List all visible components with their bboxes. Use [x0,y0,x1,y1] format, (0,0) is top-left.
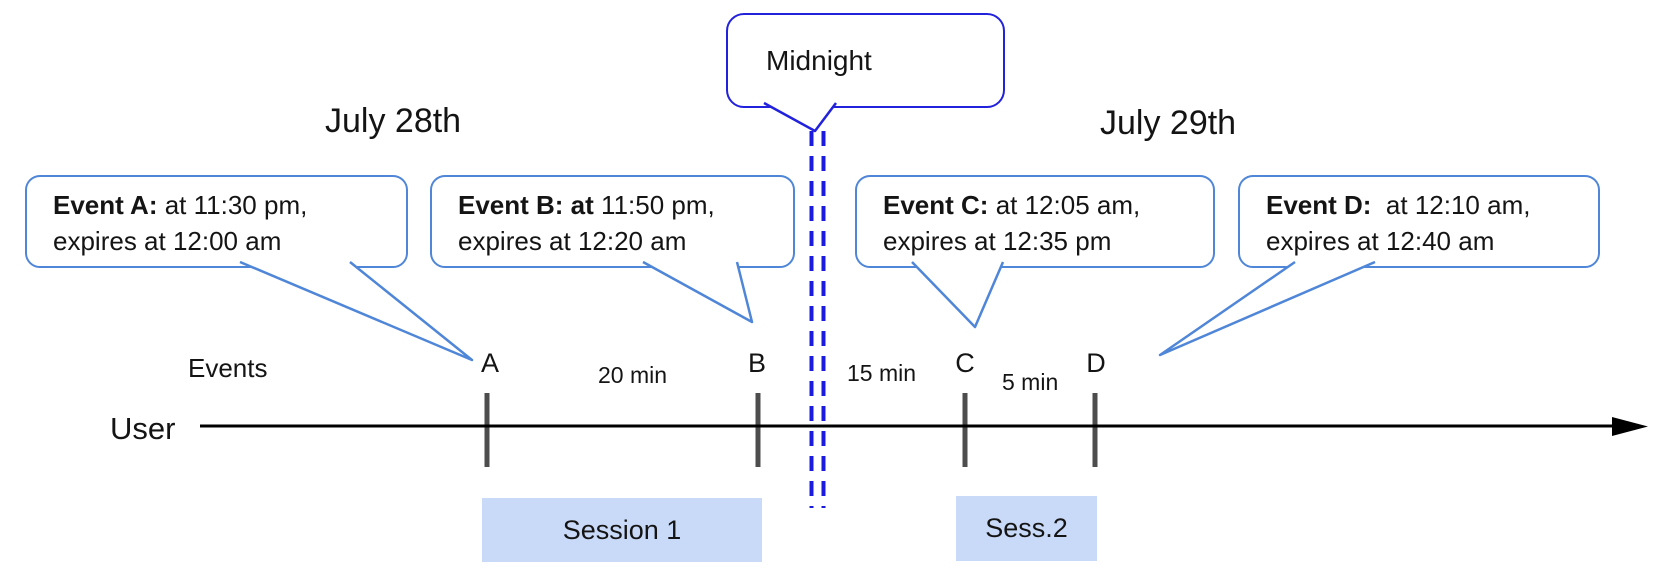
event-b-callout-tail [642,260,754,324]
event-d-line1: Event D: at 12:10 am, [1266,190,1531,220]
session-2-label: Sess.2 [985,513,1068,543]
marker-b: B [747,348,766,378]
session-2-box: Sess.2 [956,496,1097,561]
session-1-box: Session 1 [482,498,762,562]
events-axis-label: Events [188,353,268,383]
marker-d: D [1086,348,1106,378]
event-a-line1: Event A: at 11:30 pm, [53,190,308,220]
event-d-callout-tail [1158,260,1376,357]
timeline-arrowhead-icon [1612,417,1648,436]
midnight-callout: Midnight [726,13,1005,108]
interval-5min: 5 min [1002,369,1059,395]
midnight-label: Midnight [766,44,872,76]
interval-20min: 20 min [598,362,668,388]
event-c-line1: Event C: at 12:05 am, [883,190,1141,220]
event-c-callout-tail [911,261,1005,329]
event-d-callout: Event D: at 12:10 am, expires at 12:40 a… [1238,175,1600,268]
user-axis-label: User [110,411,176,446]
interval-15min: 15 min [847,360,917,386]
date-label-july-29: July 29th [1100,104,1237,142]
event-d-line2: expires at 12:40 am [1266,226,1495,256]
marker-c: C [955,348,975,378]
event-a-callout: Event A: at 11:30 pm, expires at 12:00 a… [25,175,408,268]
event-a-callout-tail [239,260,474,362]
date-label-july-28: July 28th [325,102,462,140]
session-1-label: Session 1 [562,514,682,545]
marker-a: A [480,348,499,378]
event-b-line1: Event B: at 11:50 pm, [458,190,715,220]
event-b-callout: Event B: at 11:50 pm, expires at 12:20 a… [430,175,795,268]
event-b-line2: expires at 12:20 am [458,226,687,256]
event-c-callout: Event C: at 12:05 am, expires at 12:35 p… [855,175,1215,268]
event-c-line2: expires at 12:35 pm [883,226,1112,256]
event-a-line2: expires at 12:00 am [53,226,282,256]
